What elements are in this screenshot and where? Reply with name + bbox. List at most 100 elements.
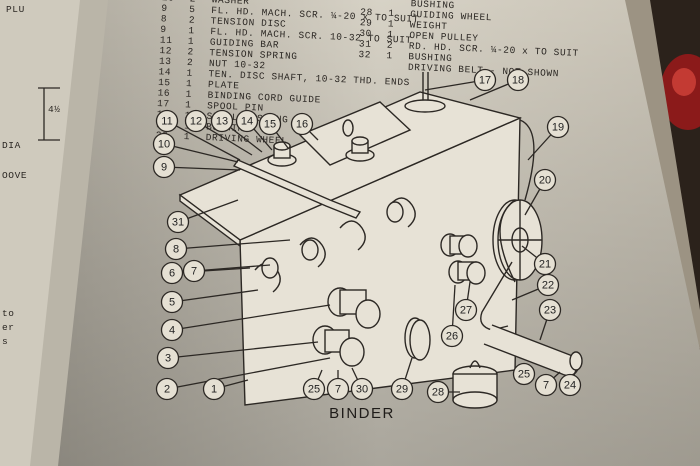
callout-circle: [152, 132, 176, 156]
part-description: BINDING CORD GUIDE: [207, 90, 321, 106]
part-callout: 22: [536, 273, 560, 297]
part-qty: 2: [187, 46, 194, 57]
guiding-bar: [232, 159, 362, 219]
svg-text:er: er: [2, 322, 15, 333]
part-number: 30: [359, 28, 372, 40]
part-callout: 17: [473, 68, 497, 92]
leader-line: [166, 357, 331, 390]
callout-number: 25: [308, 384, 320, 396]
callout-number: 2: [164, 384, 170, 396]
part-qty: 2: [387, 40, 394, 51]
part-number: 32: [358, 49, 371, 61]
callout-circle: [155, 377, 179, 401]
part-callout: 14: [235, 109, 259, 133]
part-description: GUIDING WHEEL: [410, 9, 492, 24]
part-number: 17: [157, 98, 170, 110]
callout-number: 22: [542, 280, 554, 292]
part-callout: 24: [558, 373, 582, 397]
figure-title: BINDER: [329, 405, 395, 422]
callout-circle: [546, 115, 570, 139]
part-callout: 25: [512, 362, 536, 386]
part-description: PLATE: [208, 79, 240, 91]
callout-number: 3: [165, 353, 171, 365]
leader-line: [163, 166, 241, 171]
callout-circle: [184, 109, 208, 133]
part-number: 14: [158, 66, 171, 78]
callout-circle: [210, 109, 234, 133]
callout-number: 31: [172, 217, 184, 229]
callout-number: 30: [356, 384, 368, 396]
part-callout: 29: [390, 377, 414, 401]
part-callout: 2: [155, 377, 179, 401]
callout-circle: [235, 109, 259, 133]
part-callout: 4: [160, 318, 184, 342]
leader-line: [171, 304, 331, 331]
callout-circle: [558, 373, 582, 397]
callout-number: 11: [161, 116, 172, 128]
part-callout: 10: [152, 132, 176, 156]
part-callout: 26: [440, 324, 464, 348]
callout-circle: [454, 298, 478, 322]
svg-text:OOVE: OOVE: [2, 170, 27, 181]
callout-circle: [156, 346, 180, 370]
svg-text:to: to: [2, 308, 15, 319]
leader-line: [163, 143, 239, 163]
part-callout: 7: [326, 377, 350, 401]
part-qty: 1: [186, 67, 193, 78]
callout-number: 7: [335, 384, 341, 396]
callout-circle: [506, 68, 530, 92]
leader-line: [171, 289, 259, 303]
svg-text:4½: 4½: [48, 104, 61, 115]
callout-number: 19: [552, 122, 564, 134]
part-description: DRIVING WHEEL: [205, 132, 287, 147]
callout-number: 1: [211, 384, 217, 396]
callout-number: 24: [564, 380, 576, 392]
callout-circle: [538, 298, 562, 322]
callout-circle: [440, 324, 464, 348]
callout-circle: [160, 318, 184, 342]
part-qty: 1: [185, 99, 192, 110]
binder-drawing: [178, 72, 583, 409]
part-number: 16: [157, 87, 170, 99]
part-callout: 7: [182, 259, 206, 283]
callout-number: 18: [512, 75, 524, 87]
callout-circle: [155, 109, 179, 133]
callout-number: 15: [264, 119, 276, 131]
part-number: 8: [161, 13, 168, 24]
part-callout: 9: [152, 155, 176, 179]
callout-number: 21: [539, 259, 551, 271]
callout-number: 5: [169, 297, 175, 309]
callout-circle: [258, 112, 282, 136]
callout-number: 17: [479, 75, 491, 87]
leader-line: [175, 239, 291, 250]
part-qty: 2: [189, 0, 196, 5]
part-description: NUT 10-32: [209, 58, 266, 71]
part-number: 9: [160, 24, 167, 35]
callout-circle: [390, 377, 414, 401]
leader-line: [167, 341, 319, 359]
callout-number: 13: [216, 116, 228, 128]
callout-circle: [326, 377, 350, 401]
part-number: 11: [160, 34, 173, 46]
svg-text:s: s: [2, 336, 8, 347]
part-description: WEIGHT: [410, 19, 448, 32]
part-callout: 5: [160, 290, 184, 314]
part-description: WASHER: [211, 0, 249, 7]
callout-number: 10: [158, 139, 170, 151]
part-qty: 1: [185, 89, 192, 100]
part-callout: 8: [164, 237, 188, 261]
callout-circle: [152, 155, 176, 179]
svg-text:DIA: DIA: [2, 140, 21, 151]
part-callout: 28: [426, 380, 450, 404]
part-number: 31: [359, 38, 372, 50]
part-description: TENSION SPRING: [209, 47, 298, 62]
callout-number: 16: [296, 119, 308, 131]
part-qty: 2: [187, 57, 194, 68]
part-callout: 19: [546, 115, 570, 139]
part-callout: 6: [160, 261, 184, 285]
part-number: 10: [162, 0, 175, 4]
callout-circle: [202, 377, 226, 401]
